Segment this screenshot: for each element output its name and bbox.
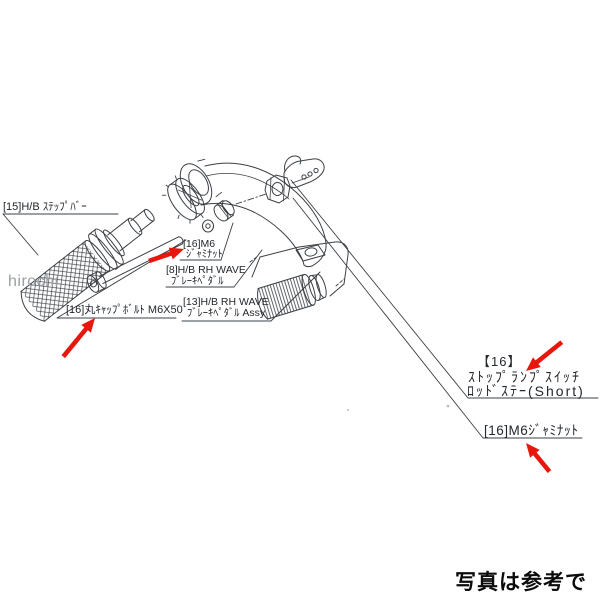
hex-nut-drawing <box>264 174 291 204</box>
spline-collar-drawing <box>161 175 205 224</box>
dust-speck <box>346 408 350 412</box>
callout-cap-bolt: [16]丸ｷｬｯﾌﾟﾎﾞﾙﾄ M6X50 <box>66 304 183 316</box>
line-art <box>2 155 599 439</box>
red-pointer-arrow-jam-nut-left <box>148 247 184 264</box>
callout-step-bar: [15]H/B ｽﾃｯﾌﾟﾊﾞｰ <box>3 201 87 213</box>
red-pointer-arrow-cap-bolt <box>61 318 95 359</box>
callout-rod-stay-line2: ｽﾄｯﾌﾟﾗﾝﾌﾟｽｲｯﾁ <box>468 369 581 385</box>
red-pointer-arrow-rod-stay <box>526 340 564 371</box>
step-bar-drawing <box>20 208 155 322</box>
callout-jam-nut-left-line1: [16]M6 <box>183 238 216 250</box>
callout-brake-pedal-line1: [8]H/B RH WAVE <box>166 264 246 276</box>
center-line <box>235 193 267 205</box>
callout-jam-nut-left-line2: ｼﾞｬﾐﾅｯﾄ <box>186 248 223 260</box>
dust-speck <box>446 404 450 408</box>
callout-rod-stay-line3: ﾛｯﾄﾞｽﾃｰ(Short) <box>467 383 585 399</box>
pedal-pad-drawing <box>257 273 327 320</box>
cap-bolt-drawing <box>86 236 184 293</box>
callout-rod-stay-line1: 【16】 <box>477 354 522 369</box>
callout-jam-nut-right: [16]M6ｼﾞｬﾐﾅｯﾄ <box>484 423 579 438</box>
red-pointer-arrow-jam-nut-right <box>526 443 552 474</box>
callout-brake-pedal-assy-line2: ﾌﾞﾚｰｷﾍﾟﾀﾞﾙ Assy <box>187 307 266 319</box>
rod-stay-drawing <box>283 155 325 188</box>
clevis-nut-drawing <box>202 199 235 233</box>
callout-leader-lines <box>2 179 599 439</box>
watermark-text: hirochi <box>8 273 59 290</box>
reference-note: 写真は参考です <box>455 571 587 594</box>
callout-brake-pedal-assy-line1: [13]H/B RH WAVE <box>183 296 269 308</box>
red-arrows <box>61 247 564 474</box>
callout-brake-pedal-line2: ﾌﾞﾚｰｷﾍﾟﾀﾞﾙ <box>171 275 224 287</box>
